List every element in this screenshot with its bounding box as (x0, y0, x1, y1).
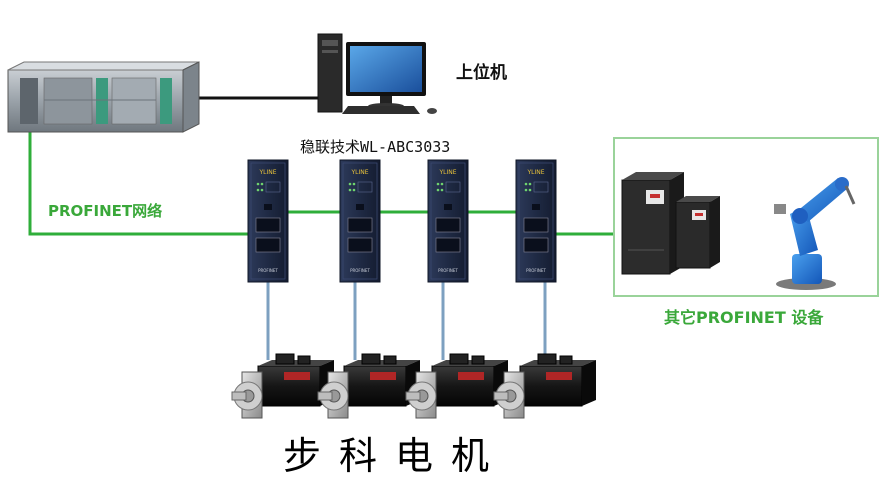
motors-label: 步科电机 (283, 434, 508, 478)
gateway-3: YLINE PROFINET (427, 159, 469, 283)
gateway-port-label: PROFINET (350, 268, 370, 273)
gateway-port-label: PROFINET (526, 268, 546, 273)
industrial-robot (774, 177, 856, 290)
gateway-brand: YLINE (258, 169, 276, 176)
host-label: 上位机 (456, 63, 507, 83)
gateway-4: YLINE PROFINET (515, 159, 557, 283)
network-label: PROFINET网络 (48, 202, 163, 220)
inverter-large (621, 172, 684, 275)
servo-motor-4 (493, 353, 596, 419)
gateway-port-label: PROFINET (258, 268, 278, 273)
servo-motor-1 (231, 353, 334, 419)
other-devices-label: 其它PROFINET 设备 (664, 308, 824, 327)
gateway-model-label: 稳联技术WL-ABC3033 (300, 138, 451, 156)
gateway-brand: YLINE (438, 169, 456, 176)
servo-motor-2 (317, 353, 420, 419)
gateway-1: YLINE PROFINET (247, 159, 289, 283)
other-devices-group (613, 137, 879, 297)
gateway-brand: YLINE (350, 169, 368, 176)
profinet-bus-line (28, 132, 248, 236)
servo-motor-3 (405, 353, 508, 419)
network-lines (28, 96, 770, 360)
plc-controller (7, 61, 200, 133)
gateway-2: YLINE PROFINET (339, 159, 381, 283)
gateway-brand: YLINE (526, 169, 544, 176)
host-computer (317, 33, 437, 114)
inverter-small (675, 196, 720, 269)
gateway-port-label: PROFINET (438, 268, 458, 273)
